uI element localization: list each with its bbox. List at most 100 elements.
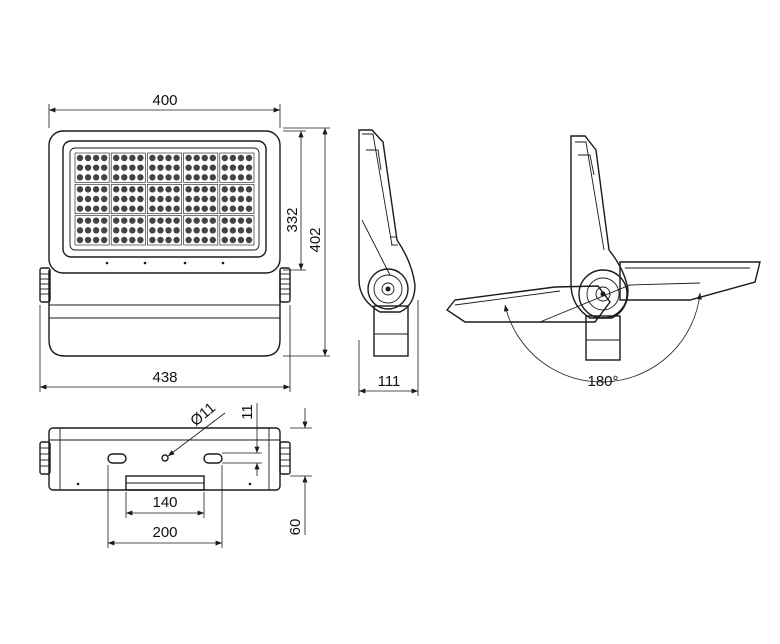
dim-hole-diameter: Ø11 [187, 399, 219, 430]
led [121, 227, 128, 234]
led [101, 154, 108, 162]
led [209, 154, 216, 162]
led [201, 217, 208, 224]
led [193, 154, 200, 162]
led-array [74, 152, 255, 246]
led [113, 195, 120, 203]
led [137, 195, 144, 203]
led [121, 164, 128, 171]
led [149, 205, 156, 212]
bottom-right-knob [279, 441, 291, 475]
dim-slot-spacing-inner: 140 [152, 494, 177, 511]
dim-overall-width: 438 [152, 369, 177, 386]
led [149, 227, 156, 234]
led [149, 217, 156, 224]
led [149, 186, 156, 193]
led [193, 217, 200, 224]
led-module [147, 152, 182, 183]
led [229, 174, 237, 181]
led [209, 227, 216, 234]
led [245, 154, 253, 162]
led [149, 154, 156, 162]
led [201, 227, 208, 234]
led [137, 205, 144, 212]
led [76, 154, 84, 162]
led [149, 164, 156, 171]
led [165, 164, 172, 171]
led [84, 186, 92, 193]
led [185, 236, 192, 244]
led [101, 217, 108, 224]
led [173, 195, 180, 203]
led [129, 186, 136, 193]
led [149, 195, 156, 203]
rotation-view: 180° [445, 135, 761, 390]
led [209, 186, 216, 193]
led [149, 236, 156, 244]
led [113, 236, 120, 244]
led [165, 205, 172, 212]
led-module [74, 152, 110, 183]
led [229, 154, 237, 162]
led [76, 205, 84, 212]
led [185, 195, 192, 203]
led [76, 227, 84, 234]
led-module [147, 215, 182, 246]
led [221, 164, 228, 171]
led [76, 164, 84, 171]
led [221, 154, 228, 162]
led [137, 236, 144, 244]
led [165, 195, 172, 203]
led [173, 154, 180, 162]
led [165, 174, 172, 181]
led [101, 195, 108, 203]
led [137, 164, 144, 171]
led [229, 195, 237, 203]
led [129, 205, 136, 212]
led [165, 217, 172, 224]
dim-hole-offset: 11 [239, 404, 256, 420]
led [76, 174, 84, 181]
led [221, 195, 228, 203]
led [173, 174, 180, 181]
led [245, 227, 253, 234]
front-view: 400 438 332 402 [39, 92, 330, 392]
led [237, 217, 245, 224]
led [201, 195, 208, 203]
led [173, 205, 180, 212]
led [92, 154, 100, 162]
led [245, 236, 253, 244]
led-module [219, 152, 255, 183]
led [245, 195, 253, 203]
led [84, 227, 92, 234]
led [237, 164, 245, 171]
led [209, 217, 216, 224]
led [137, 227, 144, 234]
led [137, 174, 144, 181]
led [165, 236, 172, 244]
left-knob [39, 267, 51, 303]
led [129, 217, 136, 224]
led [237, 227, 245, 234]
led [84, 164, 92, 171]
dim-overall-height: 402 [307, 227, 324, 252]
led [92, 236, 100, 244]
led [201, 236, 208, 244]
led [237, 174, 245, 181]
led [165, 227, 172, 234]
led [157, 217, 164, 224]
led [84, 205, 92, 212]
led [157, 236, 164, 244]
led [229, 236, 237, 244]
led [137, 186, 144, 193]
led [245, 205, 253, 212]
led [165, 154, 172, 162]
led [221, 186, 228, 193]
led [209, 174, 216, 181]
led [157, 154, 164, 162]
led [113, 186, 120, 193]
led [113, 164, 120, 171]
led [121, 195, 128, 203]
led [173, 186, 180, 193]
bottom-left-knob [39, 441, 51, 475]
